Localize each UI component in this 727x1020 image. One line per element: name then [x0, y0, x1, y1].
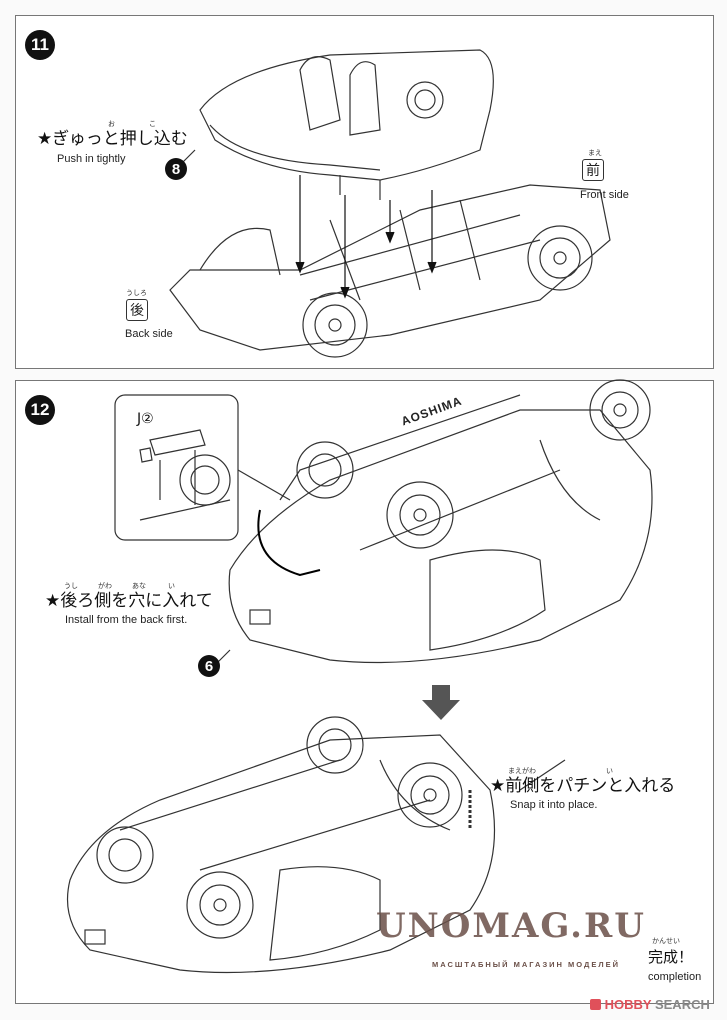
unomag-watermark-subtitle: МАСШТАБНЫЙ МАГАЗИН МОДЕЛЕЙ	[432, 960, 621, 969]
upside-down-car-drawing-2	[66, 716, 496, 974]
furigana: い	[606, 767, 613, 775]
completion-furigana: かんせい	[652, 937, 680, 945]
step-number-12: 12	[25, 395, 55, 425]
back-side-label: Back side	[125, 328, 173, 340]
step-11-panel	[15, 15, 714, 369]
step-12-second-instruction-jp: ★前側をパチンと入れる	[490, 776, 676, 796]
inset-part-label: J②	[137, 411, 154, 427]
hobby-search-watermark: HOBBY SEARCH	[590, 997, 710, 1012]
furigana: い	[168, 582, 175, 590]
part-number-6: 6	[198, 655, 220, 677]
step-12-instruction-en: Install from the back first.	[65, 614, 188, 626]
step-12-instruction-jp: ★後ろ側を穴に入れて	[45, 591, 213, 611]
step-11-instruction-jp: ★ぎゅっと押し込む	[37, 129, 188, 149]
search-text: SEARCH	[654, 997, 710, 1012]
hobby-text: HOBBY	[604, 997, 652, 1012]
furigana: うし	[64, 582, 78, 590]
back-furigana: うしろ	[126, 289, 147, 297]
step-11-instruction-en: Push in tightly	[57, 153, 126, 165]
front-side-label: Front side	[580, 189, 629, 201]
back-kanji: 後	[126, 299, 148, 321]
upside-down-car-drawing-1	[228, 379, 653, 664]
completion-en: completion	[648, 971, 702, 983]
interior-tub-drawing	[179, 49, 494, 200]
step-number-11: 11	[25, 30, 55, 60]
furigana: がわ	[98, 582, 112, 590]
part-number-8: 8	[165, 158, 187, 180]
furigana: あな	[132, 582, 146, 590]
furigana: まえがわ	[508, 767, 536, 775]
completion-jp: 完成！	[648, 948, 694, 966]
furigana: こ	[149, 120, 156, 128]
inset-detail-drawing	[139, 429, 291, 521]
down-arrow-icon	[422, 685, 460, 720]
furigana: お	[108, 120, 115, 128]
front-kanji: 前	[582, 159, 604, 181]
inset-detail-box	[114, 394, 239, 541]
unomag-watermark: UNOMAG.RU	[376, 906, 646, 946]
step-12-second-instruction-en: Snap it into place.	[510, 799, 598, 811]
front-furigana: まえ	[588, 149, 602, 157]
assembly-arrows	[295, 175, 437, 299]
hobby-search-logo-icon	[590, 999, 601, 1010]
